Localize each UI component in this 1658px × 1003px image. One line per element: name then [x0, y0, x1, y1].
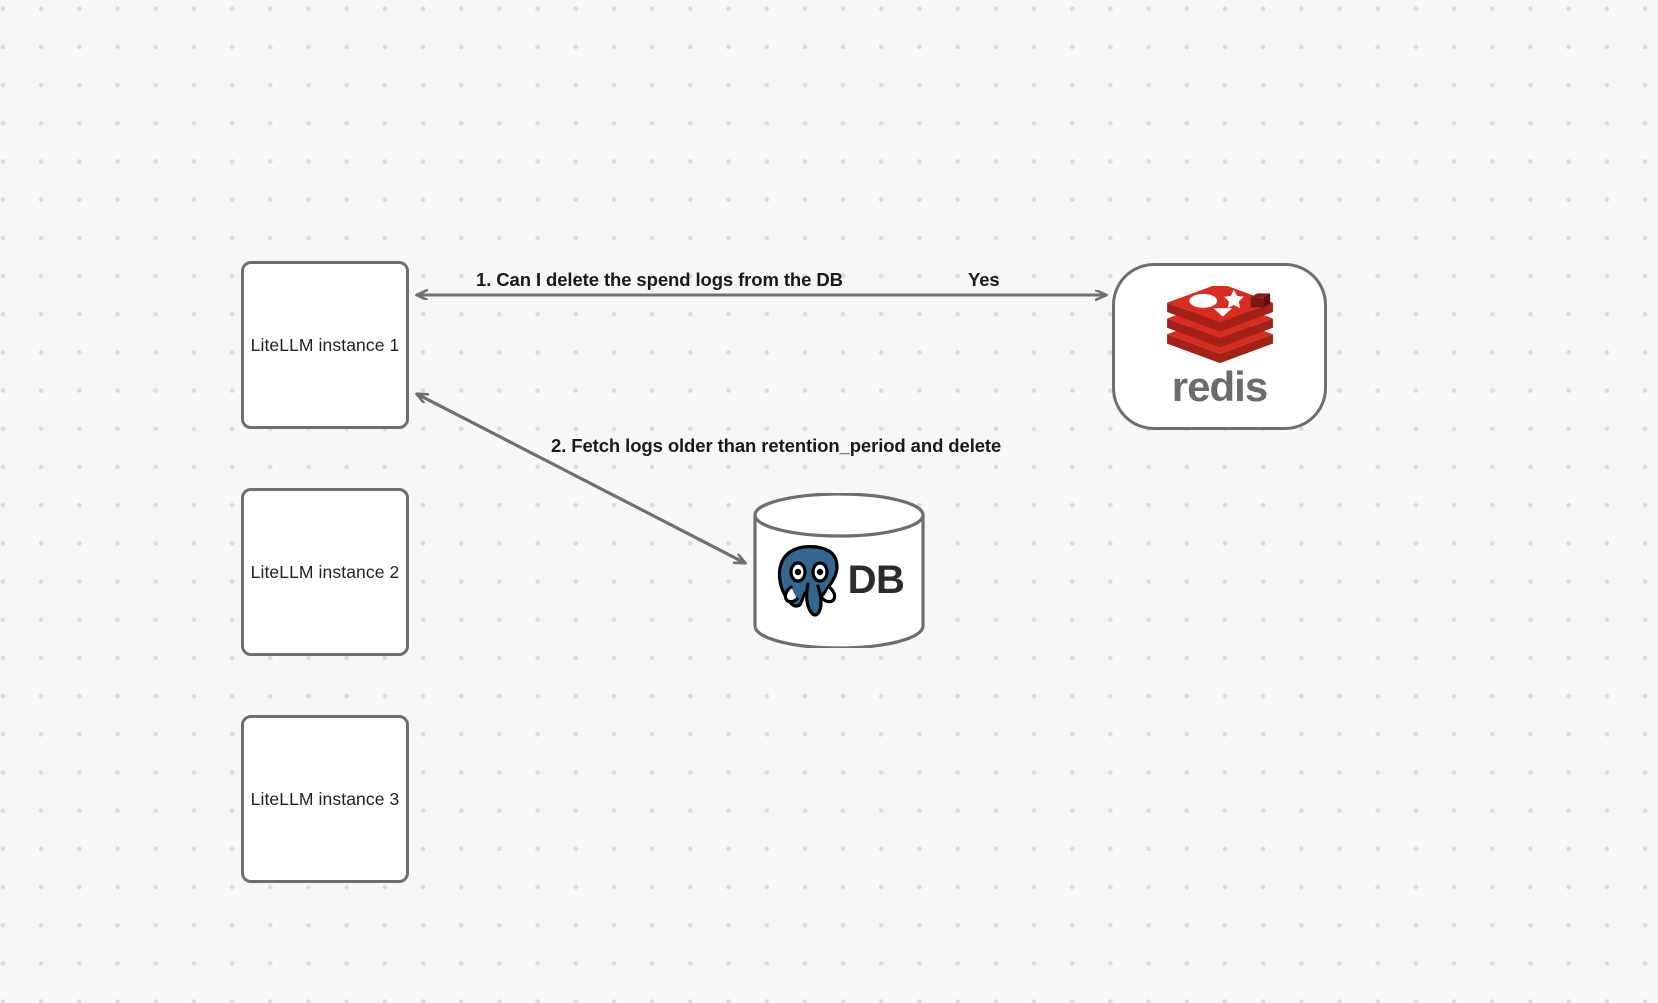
postgresql-elephant-icon: [777, 544, 839, 617]
redis-logo-icon: redis: [1154, 285, 1286, 410]
edge-label-step-2: 2. Fetch logs older than retention_perio…: [551, 435, 1002, 456]
node-litellm-instance-1[interactable]: LiteLLM instance 1: [241, 261, 409, 429]
node-database[interactable]: DB: [752, 493, 926, 648]
db-logo-container: DB: [752, 493, 926, 648]
node-litellm-instance-2[interactable]: LiteLLM instance 2: [241, 488, 409, 656]
edge-label-step-1: 1. Can I delete the spend logs from the …: [476, 269, 843, 290]
node-label: LiteLLM instance 2: [250, 561, 400, 582]
redis-wordmark: redis: [1171, 362, 1268, 410]
node-redis[interactable]: redis: [1112, 263, 1327, 430]
node-label: LiteLLM instance 3: [250, 788, 400, 809]
edge-db-bidirectional: [417, 394, 745, 563]
redis-stack-icon: [1166, 285, 1273, 363]
edge-label-yes: Yes: [968, 269, 1000, 290]
node-litellm-instance-3[interactable]: LiteLLM instance 3: [241, 715, 409, 883]
node-label: LiteLLM instance 1: [250, 334, 400, 355]
db-label: DB: [847, 558, 905, 602]
